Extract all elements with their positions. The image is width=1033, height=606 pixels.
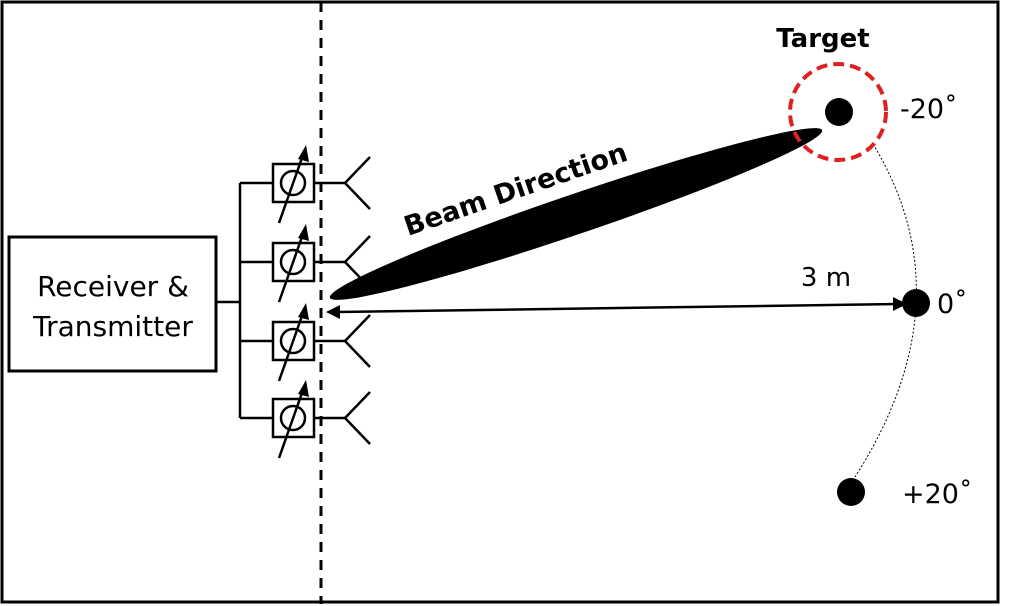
- angle-label-bottom: +20˚: [902, 479, 972, 510]
- transceiver-block: Receiver & Transmitter: [7, 235, 218, 373]
- tuning-arrow-head: [298, 380, 309, 397]
- outer-frame: [0, 0, 1000, 604]
- tuning-arrow-line: [277, 154, 305, 224]
- tuning-arrow-line: [277, 233, 305, 303]
- array-element-3: [240, 303, 371, 382]
- distance-label: 3 m: [801, 263, 851, 293]
- tuning-arrow-head: [298, 224, 309, 241]
- transceiver-label-line1: Receiver &: [37, 270, 189, 303]
- array-element-1: [240, 145, 371, 224]
- arrowhead-right: [893, 297, 907, 311]
- angle-label-middle: 0˚: [937, 289, 968, 320]
- array-element-4: [240, 380, 371, 459]
- phase-symbol-icon: [279, 169, 307, 197]
- phase-symbol-icon: [279, 327, 307, 355]
- target-position-top: [825, 98, 853, 126]
- tuning-arrow-head: [298, 145, 309, 162]
- feed-network: [216, 183, 242, 418]
- phase-symbol-icon: [279, 248, 307, 276]
- beam-lobe: [329, 128, 823, 300]
- target-label: Target: [776, 24, 869, 54]
- distance-arrow: [326, 297, 907, 319]
- tuning-arrow-line: [277, 312, 305, 382]
- distance-line: [337, 302, 901, 314]
- target-position-middle: [902, 289, 930, 317]
- antenna-icon: [343, 314, 371, 368]
- phased-array: [240, 145, 371, 459]
- target-position-bottom: [837, 478, 865, 506]
- arrowhead-left: [326, 305, 340, 319]
- phase-symbol-icon: [279, 404, 307, 432]
- tuning-arrow-line: [277, 389, 305, 459]
- target-ring: [788, 62, 888, 162]
- transceiver-box: [7, 235, 218, 373]
- antenna-icon: [343, 391, 371, 445]
- antenna-icon: [343, 156, 371, 210]
- tuning-arrow-head: [298, 303, 309, 320]
- angle-label-top: -20˚: [900, 94, 958, 125]
- transceiver-label-line2: Transmitter: [32, 310, 193, 343]
